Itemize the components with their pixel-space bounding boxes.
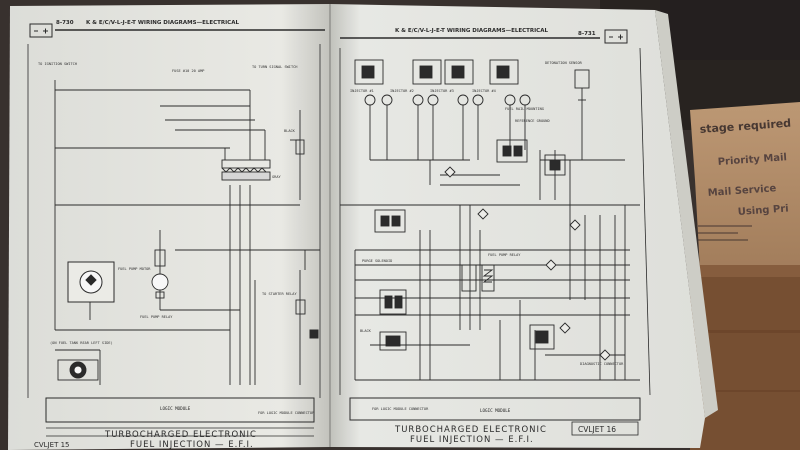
left-label-logic-module: LOGIC MODULE <box>160 406 191 411</box>
right-label-ref-ground: REFERENCE GROUND <box>515 119 550 123</box>
left-footer-title-1: TURBOCHARGED ELECTRONIC <box>104 430 257 440</box>
left-page-number: 8-730 <box>56 20 74 26</box>
left-footer-title-2: FUEL INJECTION — E.F.I. <box>130 440 254 450</box>
left-header-title: K & E/C/V-L-J-E-T WIRING DIAGRAMS—ELECTR… <box>86 20 239 26</box>
left-label-fuel-tank: (ON FUEL TANK REAR LEFT SIDE) <box>50 341 113 345</box>
right-page-content <box>339 29 651 421</box>
right-label-diagnostic: DIAGNOSTIC CONNECTOR <box>580 362 624 366</box>
right-label-injector-4: INJECTOR #4 <box>472 89 496 93</box>
fuel-pump-relay-right <box>461 264 495 292</box>
right-label-logic-module: LOGIC MODULE <box>480 408 511 413</box>
left-label-ignition: TO IGNITION SWITCH <box>38 62 77 66</box>
left-footer-code: CVLJET 15 <box>34 441 69 449</box>
left-page-content <box>27 23 325 437</box>
right-footer-title-1: TURBOCHARGED ELECTRONIC <box>394 425 547 435</box>
left-label-logic-connector: FOR LOGIC MODULE CONNECTOR <box>258 411 315 415</box>
purge-solenoid-connector <box>374 209 406 233</box>
right-label-black: BLACK <box>360 329 372 333</box>
envelope-stage-required: stage required <box>699 117 791 136</box>
left-bulkhead-connector <box>221 139 305 181</box>
splice-diamonds <box>444 166 611 361</box>
battery-icon-right <box>604 29 628 44</box>
right-label-fuel-rail: FUEL RAIL MOUNTING <box>505 107 544 111</box>
left-logic-module <box>45 397 315 423</box>
left-page-labels: 8-730 K & E/C/V-L-J-E-T WIRING DIAGRAMS—… <box>34 20 315 450</box>
right-footer-title-2: FUEL INJECTION — E.F.I. <box>410 435 534 445</box>
right-page-labels: K & E/C/V-L-J-E-T WIRING DIAGRAMS—ELECTR… <box>350 28 639 445</box>
right-label-injector-3: INJECTOR #3 <box>430 89 454 93</box>
detonation-sensor <box>574 69 590 140</box>
left-label-fuse: FUSE #10 20 AMP <box>172 69 204 73</box>
right-label-detonation: DETONATION SENSOR <box>545 61 583 65</box>
left-label-relay: FUEL PUMP RELAY <box>140 315 173 319</box>
envelope-mail-service: Mail Service <box>707 183 776 199</box>
left-label-gray: GRAY <box>272 175 281 179</box>
left-label-black: BLACK <box>284 129 296 133</box>
right-page-number: 8-731 <box>578 31 596 37</box>
left-label-starter: TO STARTER RELAY <box>262 292 297 296</box>
envelope-priority-mail: Priority Mail <box>717 152 787 168</box>
starter-relay <box>295 299 306 315</box>
book <box>8 4 718 450</box>
right-black-connectors <box>379 289 555 351</box>
right-label-purge: PURGE SOLENOID <box>362 259 392 263</box>
right-footer-code-box <box>571 421 639 436</box>
injector-group <box>354 59 531 106</box>
right-footer-code: CVLJET 16 <box>578 425 616 434</box>
battery-icon-left <box>29 23 53 38</box>
right-label-injector-1: INJECTOR #1 <box>350 89 374 93</box>
envelope-text: stage required Priority Mail Mail Servic… <box>698 117 792 241</box>
right-label-fuel-pump-relay: FUEL PUMP RELAY <box>488 253 521 257</box>
priority-mail-envelope <box>690 102 800 270</box>
fuel-tank-sender <box>57 359 99 381</box>
right-label-logic-connector: FOR LOGIC MODULE CONNECTOR <box>372 407 429 411</box>
fuel-pump-motor <box>67 261 115 303</box>
right-logic-module <box>349 397 641 421</box>
right-page <box>330 4 705 448</box>
envelope-using-priority: Using Pri <box>737 203 789 218</box>
right-label-injector-2: INJECTOR #2 <box>390 89 414 93</box>
left-page <box>8 4 330 450</box>
fuel-rail-connector <box>496 139 566 176</box>
left-label-fuel-pump-motor: FUEL PUMP MOTOR <box>118 267 151 271</box>
fuel-pump-relay <box>151 249 169 299</box>
right-header-title: K & E/C/V-L-J-E-T WIRING DIAGRAMS—ELECTR… <box>395 28 548 34</box>
left-label-turn-signal: TO TURN SIGNAL SWITCH <box>252 65 297 69</box>
